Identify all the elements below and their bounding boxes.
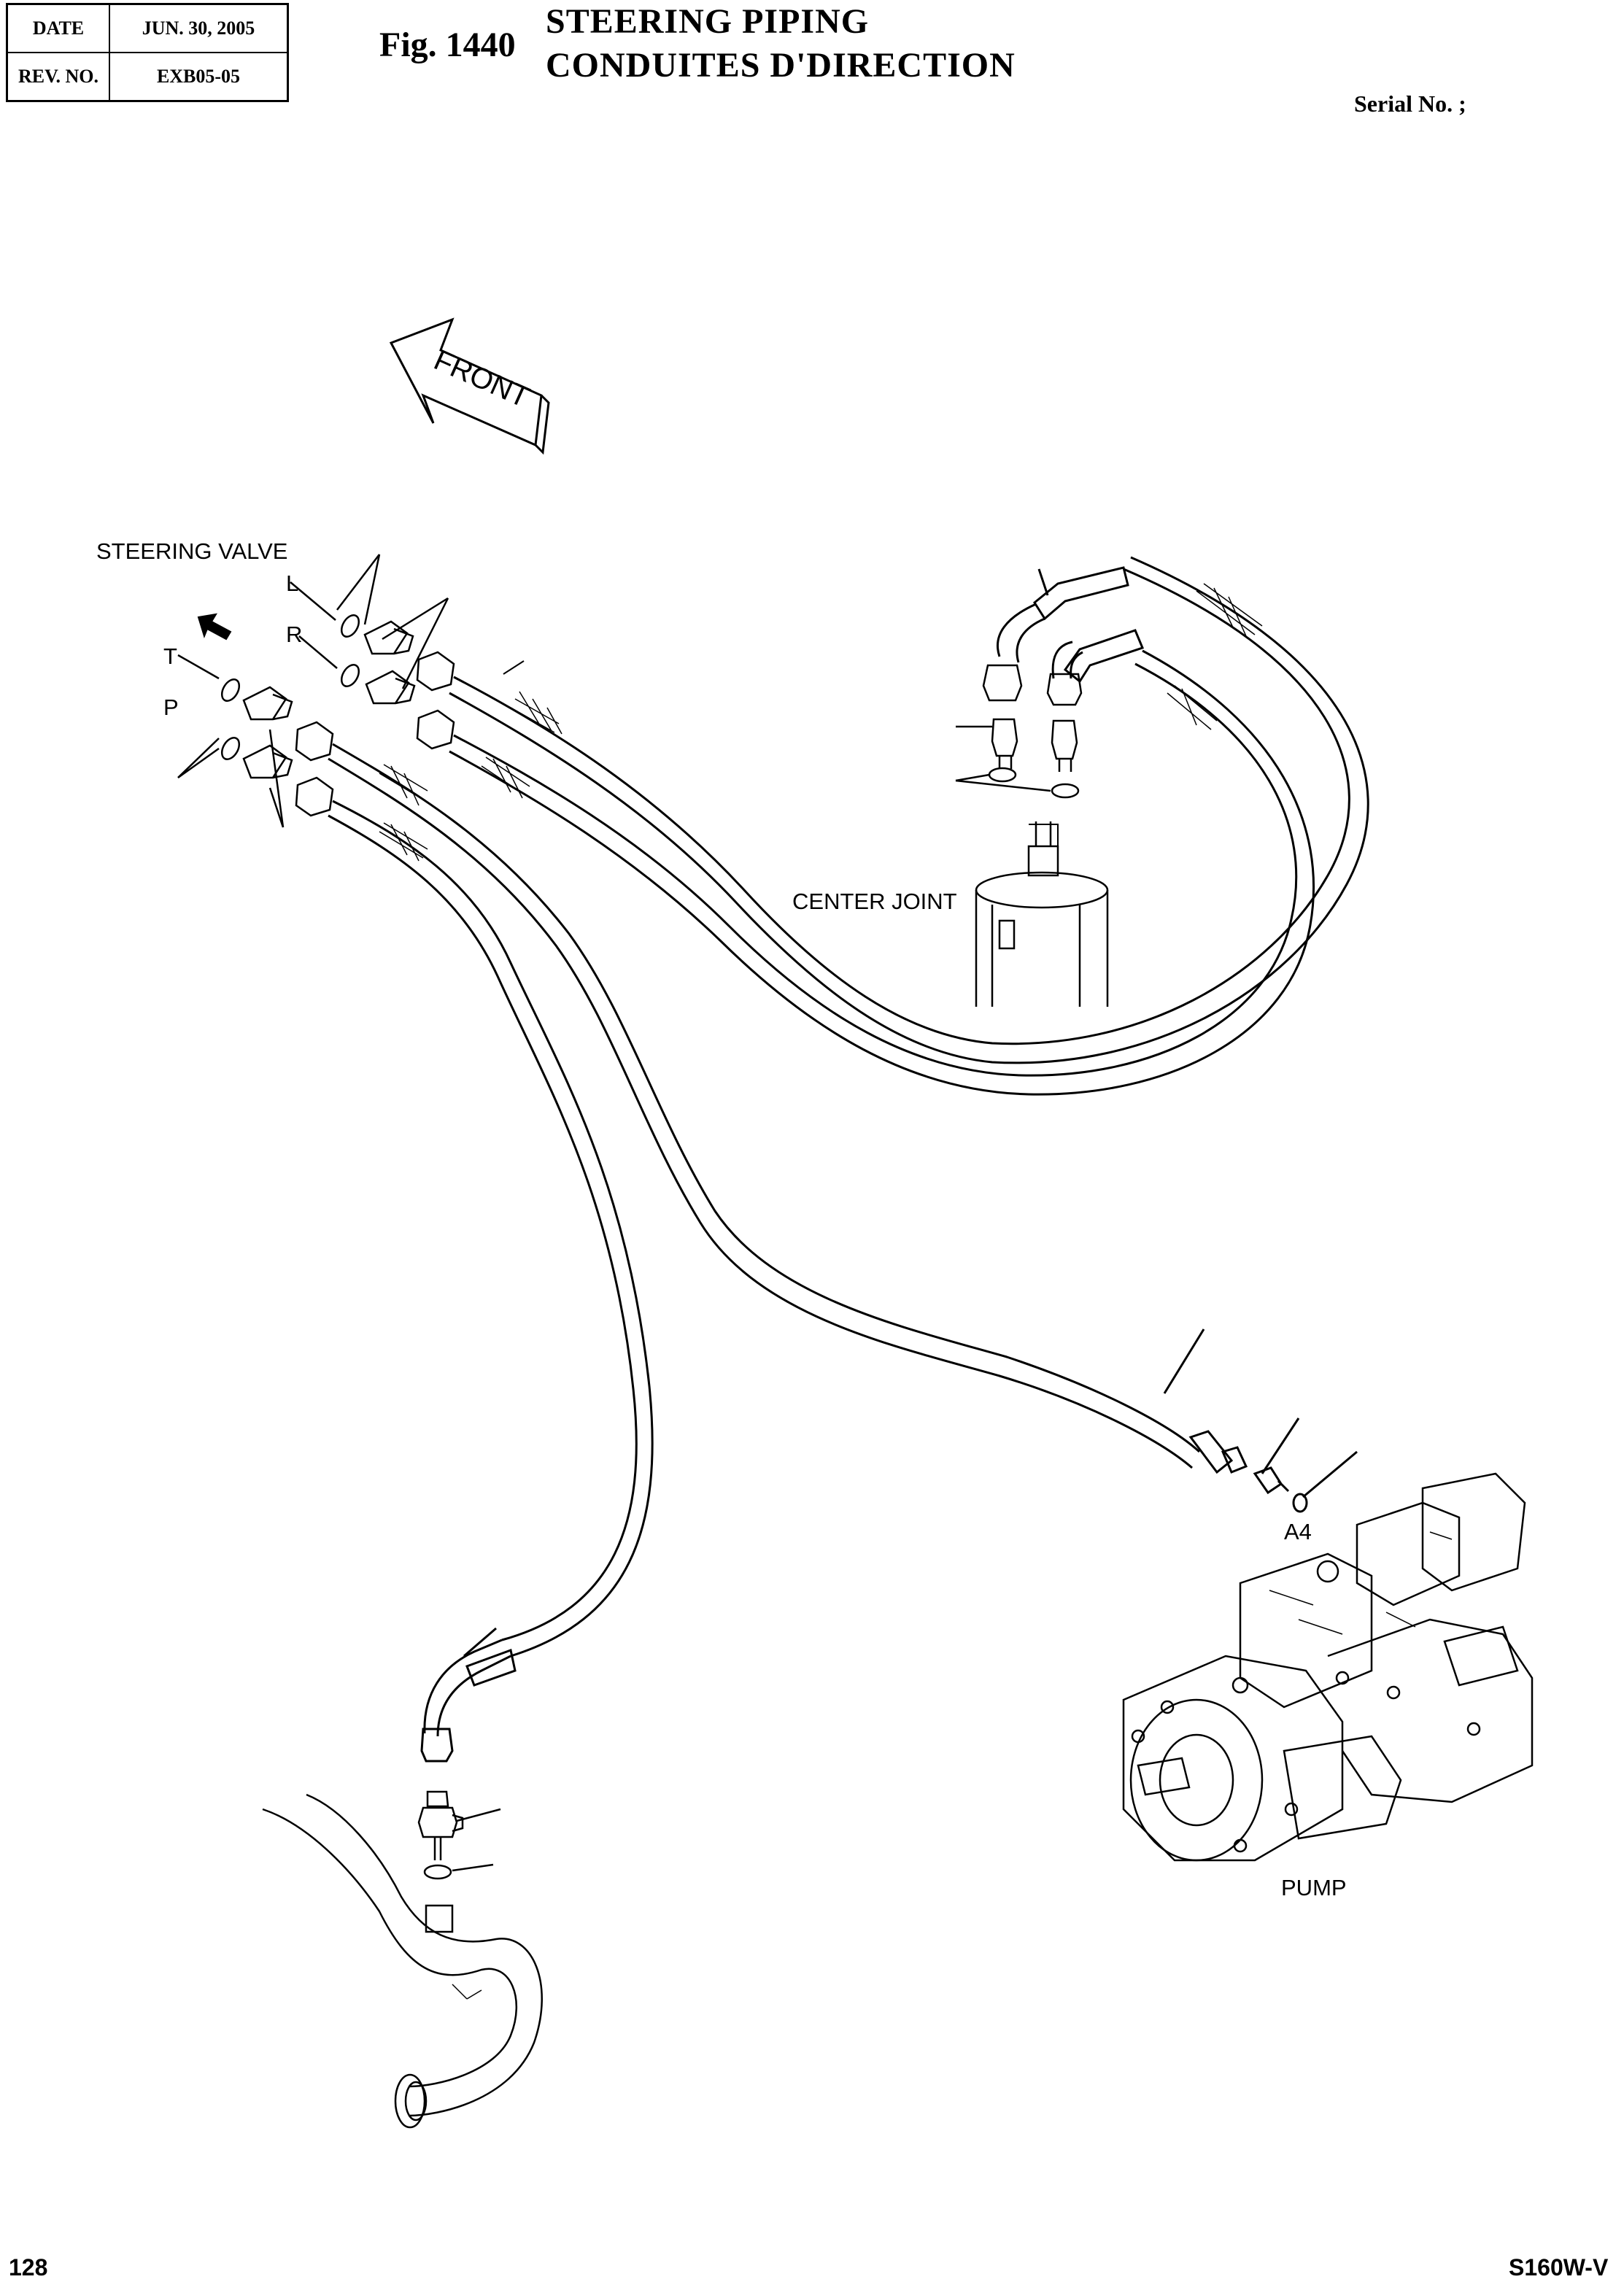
figure-number: Fig. 1440 [379, 26, 516, 64]
hoses-to-center-joint [449, 556, 1369, 1096]
valve-hose-nuts [295, 651, 455, 817]
rev-label: REV. NO. [6, 52, 110, 102]
port-l-label: L [286, 570, 299, 596]
page-number: 128 [9, 2254, 48, 2281]
steering-valve-fittings [177, 554, 449, 828]
model-number: S160W-V [1509, 2254, 1609, 2281]
title-french: CONDUITES D'DIRECTION [546, 46, 1016, 85]
port-r-label: R [286, 622, 303, 647]
rev-value: EXB05-05 [109, 52, 289, 102]
title-english: STEERING PIPING [546, 2, 870, 41]
center-joint-fittings [955, 664, 1109, 1007]
lower-return-tube [262, 1790, 543, 2129]
pump-assembly [1122, 1472, 1534, 1862]
port-a4-label: A4 [1284, 1519, 1312, 1544]
revision-table: DATE JUN. 30, 2005 REV. NO. EXB05-05 [6, 3, 289, 102]
date-label: DATE [6, 3, 110, 53]
port-p-label: P [163, 695, 179, 720]
callout-leaders [503, 660, 992, 727]
direction-arrow-icon [197, 613, 232, 641]
pump-label: PUMP [1281, 1875, 1347, 1900]
serial-number: Serial No. ; [1354, 90, 1466, 117]
port-t-label: T [163, 643, 177, 669]
date-value: JUN. 30, 2005 [109, 3, 289, 53]
front-arrow: FRONT [389, 317, 550, 455]
hoses-to-pump [328, 743, 1358, 1763]
steering-valve-label: STEERING VALVE [96, 538, 288, 564]
center-joint-label: CENTER JOINT [792, 889, 957, 914]
